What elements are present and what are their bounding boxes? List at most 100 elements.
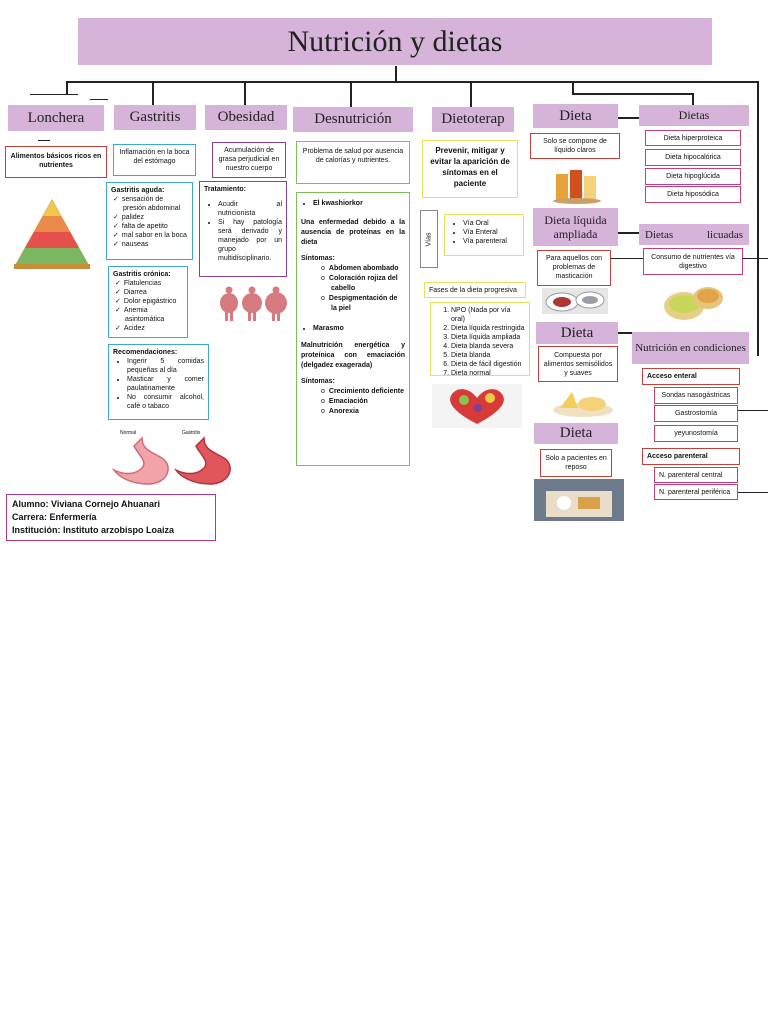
licuadas-desc: Consumo de nutrientes vía digestivo [643, 248, 743, 275]
dieta-3-desc: Compuesta por alimentos semisólidos y su… [538, 346, 618, 382]
fases-box: NPO (Nada por vía oral) Dieta líquida re… [430, 302, 530, 378]
list-item: Coloración rojiza del cabello [329, 274, 405, 294]
list-item: Dieta de fácil digestión [451, 360, 525, 369]
list-item: Flatulencias [124, 279, 183, 288]
header-dietas: Dietas [639, 105, 749, 126]
desnutricion-desc: Problema de salud por ausencia de calorí… [296, 141, 410, 184]
dieta-hipocalorica: Dieta hipocalórica [645, 149, 741, 166]
gastritis-cronica-title: Gastritis crónica: [113, 271, 171, 278]
header-lonchera: Lonchera [8, 105, 104, 131]
list-item: Vía Oral [463, 219, 519, 228]
vias-label: Vías [425, 231, 433, 247]
food-pyramid-image [13, 198, 91, 269]
dieta-1-desc: Solo se compone de líquido claros [530, 133, 620, 159]
gastritis-recom-title: Recomendaciones: [113, 349, 178, 356]
connector-desnutricion [350, 81, 352, 107]
stomach-gastritis-label: Gastritis [182, 430, 201, 436]
list-item: mal sabor en la boca [122, 231, 188, 240]
lonchera-desc: Alimentos básicos ricos en nutrientes [5, 146, 107, 178]
header-gastritis: Gastritis [114, 105, 196, 130]
connector-dietas [692, 93, 694, 105]
connector-dietoterap [470, 81, 472, 107]
vias-label-box: Vías [420, 210, 438, 268]
obesidad-desc: Acumulación de grasa perjudicial en nues… [212, 142, 286, 178]
obesity-silhouettes-image [220, 286, 287, 321]
list-item: No consumir alcohol, café o tabaco [127, 393, 204, 411]
student-institution: Institución: Instituto arzobispo Loaiza [12, 525, 174, 535]
deco-line-2 [90, 99, 108, 100]
dieta-hiposodica: Dieta hiposódica [645, 186, 741, 203]
student-career: Carrera: Enfermería [12, 512, 97, 522]
header-desnutricion: Desnutrición [293, 107, 413, 132]
list-item: Dieta líquida ampliada [451, 333, 525, 342]
header-dietoterap: Dietoterap [432, 107, 514, 132]
connector-gastritis [152, 81, 154, 105]
vias-box: Vía Oral Vía Enteral Vía parenteral [444, 214, 524, 256]
header-dieta-4: Dieta [534, 423, 618, 444]
dieta-2-desc: Para aquellos con problemas de masticaci… [537, 250, 611, 286]
obesidad-tratamiento-box: Tratamiento: Acudir al nutricionista Si … [199, 181, 287, 277]
gastritis-recom-box: Recomendaciones: Ingerir 5 comidas peque… [108, 344, 209, 420]
connector-parenteral [738, 492, 768, 493]
list-item: Dieta líquida restringida [451, 324, 525, 333]
dieta-hipoglucida: Dieta hipoglúcida [645, 168, 741, 185]
header-nutricion-condiciones: Nutrición en condiciones [632, 332, 749, 364]
semisolid-food-image [553, 392, 613, 417]
licuadas-heading-1: Dietas [645, 228, 674, 241]
kwashiorkor-desc: Una enfermedad debido a la ausencia de p… [301, 219, 405, 246]
student-name: Alumno: Viviana Cornejo Ahuanari [12, 499, 161, 509]
obesidad-trat-title: Tratamiento: [204, 186, 247, 193]
list-item: palidez [122, 213, 188, 222]
connector-dieta-dietas [618, 117, 640, 119]
list-item: Emaciación [329, 397, 405, 407]
title-connector [395, 66, 397, 82]
fases-title: Fases de la dieta progresiva [424, 282, 526, 298]
dieta-4-desc: Solo a pacientes en reposo [540, 449, 612, 477]
soft-food-image [542, 288, 608, 314]
list-item: Vía Enteral [463, 228, 519, 237]
student-info-box: Alumno: Viviana Cornejo Ahuanari Carrera… [6, 494, 216, 541]
parenteral-periferica: N. parenteral periférica [654, 484, 738, 500]
connector-dieta [572, 81, 574, 93]
licuadas-heading-2: licuadas [706, 228, 743, 241]
header-obesidad: Obesidad [205, 105, 287, 130]
bed-rest-food-image [534, 479, 624, 521]
list-item: Diarrea [124, 288, 183, 297]
liquid-drinks-image [553, 170, 601, 204]
acceso-enteral-title: Acceso enteral [642, 368, 740, 385]
connector-enteral [738, 410, 768, 411]
gastrostomia: Gastrostomía [654, 405, 738, 422]
list-item: Acidez [124, 324, 183, 333]
list-item: Crecimiento deficiente [329, 387, 405, 397]
gastritis-aguda-title: Gastritis aguda: [111, 187, 165, 194]
parenteral-central: N. parenteral central [654, 467, 738, 483]
list-item: Si hay patología será derivado y manejad… [218, 218, 282, 263]
list-item: Dieta blanda severa [451, 342, 525, 351]
header-dieta-1: Dieta [533, 104, 618, 128]
dieta-hiperproteica: Dieta hiperproteica [645, 130, 741, 146]
marasmo-title: Marasmo [313, 324, 405, 334]
header-dieta-liquida-ampliada: Dieta líquida ampliada [533, 208, 618, 246]
page-title: Nutrición y dietas [78, 18, 712, 65]
dietoterap-desc: Prevenir, mitigar y evitar la aparición … [422, 140, 518, 198]
connector-obesidad [244, 81, 246, 105]
yeyunostomia: yeyunostomía [654, 425, 738, 442]
desnutricion-detail-box: El kwashiorkor Una enfermedad debido a l… [296, 192, 410, 466]
list-item: Dieta normal [451, 369, 525, 378]
list-item: nauseas [122, 240, 188, 249]
list-item: Despigmentación de la piel [329, 294, 405, 314]
marasmo-desc: Malnutrición energética y proteínica con… [301, 342, 405, 369]
list-item: Ingerir 5 comidas pequeñas al día [127, 357, 204, 375]
list-item: NPO (Nada por vía oral) [451, 306, 525, 324]
deco-line-3 [38, 140, 50, 141]
list-item: Anorexia [329, 407, 405, 417]
list-item: Masticar y comer paulatinamente [127, 375, 204, 393]
blended-soup-image [664, 287, 723, 320]
connector-liquida-licuadas [618, 232, 640, 234]
header-dietas-licuadas: Dietas licuadas [639, 224, 749, 245]
sintomas-1-title: Síntomas: [301, 255, 335, 262]
list-item: sensación de presión abdominal [122, 195, 188, 213]
gastritis-cronica-box: Gastritis crónica: Flatulencias Diarrea … [108, 266, 188, 338]
acceso-parenteral-title: Acceso parenteral [642, 448, 740, 465]
stomach-normal-label: Normal [120, 430, 137, 436]
